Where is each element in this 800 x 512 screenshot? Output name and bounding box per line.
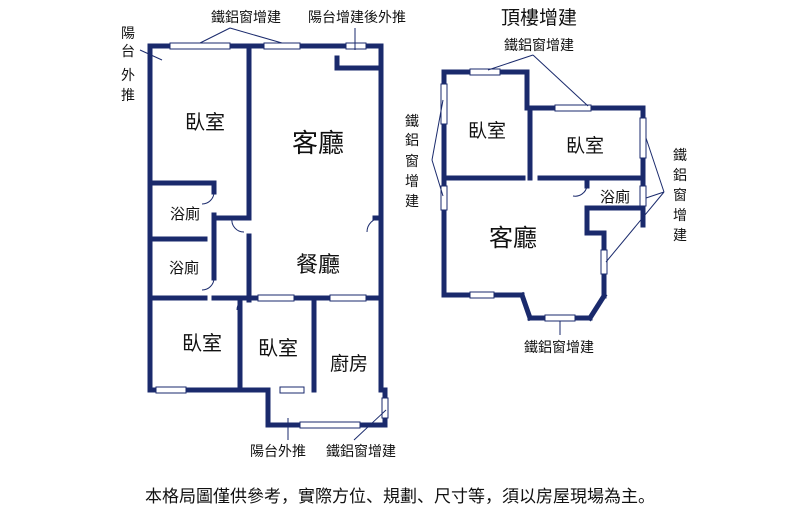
right-bedroom-r-label: 臥室 [566, 135, 604, 157]
left-balcony-push-left-char-4: 推 [121, 88, 135, 104]
right-bedroom-l-label: 臥室 [468, 120, 506, 142]
left-bedroom-bm-label: 臥室 [258, 336, 298, 360]
left-balcony-push-bottom-label: 陽台外推 [250, 444, 306, 460]
right-aluminum-window-right-char-4: 增 [673, 208, 687, 224]
left-bedroom-top-label: 臥室 [185, 110, 225, 134]
right-aluminum-window-right-char-2: 鋁 [673, 168, 687, 184]
right-aluminum-window-left-char-1: 鐵 [405, 113, 419, 130]
right-aluminum-window-right-char-1: 鐵 [673, 147, 687, 164]
left-plan-doors [201, 191, 382, 311]
left-balcony-push-left-char-1: 陽 [121, 26, 135, 42]
right-aluminum-window-left-char-3: 窗 [405, 153, 419, 170]
right-plan-doors [527, 120, 588, 197]
left-bedroom-bl-label: 臥室 [182, 331, 222, 355]
left-balcony-push-top-label: 陽台增建後外推 [308, 10, 406, 26]
right-bath-label: 浴廁 [600, 188, 630, 206]
right-aluminum-window-left-char-2: 鋁 [405, 133, 419, 149]
left-bath-2-label: 浴廁 [169, 259, 199, 277]
right-aluminum-window-left-char-4: 增 [405, 174, 419, 190]
left-balcony-push-left-char-2: 台 [121, 44, 135, 60]
left-living-room-label: 客廳 [292, 129, 344, 159]
right-aluminum-window-bottom-label: 鐵鋁窗增建 [524, 339, 594, 356]
right-aluminum-window-left-char-5: 建 [405, 194, 419, 210]
top-floor-title: 頂樓增建 [501, 7, 577, 29]
left-dining-label: 餐廳 [296, 253, 340, 278]
right-living-room-label: 客廳 [489, 224, 537, 252]
right-plan-leaders [431, 54, 665, 335]
left-plan-windows [155, 42, 389, 429]
left-plan-leaders [139, 27, 387, 441]
left-aluminum-window-bottom-label: 鐵鋁窗增建 [326, 443, 396, 460]
right-aluminum-window-right-char-3: 窗 [673, 187, 687, 204]
right-aluminum-window-top-label: 鐵鋁窗增建 [504, 37, 574, 54]
left-balcony-push-left-char-3: 外 [121, 68, 135, 84]
left-bath-1-label: 浴廁 [170, 205, 200, 223]
right-aluminum-window-right-char-5: 建 [673, 228, 687, 244]
left-kitchen-label: 廚房 [330, 352, 368, 375]
left-aluminum-window-top-label: 鐵鋁窗增建 [211, 9, 281, 26]
right-plan-windows [440, 68, 647, 322]
disclaimer-text: 本格局圖僅供參考，實際方位、規劃、尺寸等，須以房屋現場為主。 [145, 487, 655, 507]
